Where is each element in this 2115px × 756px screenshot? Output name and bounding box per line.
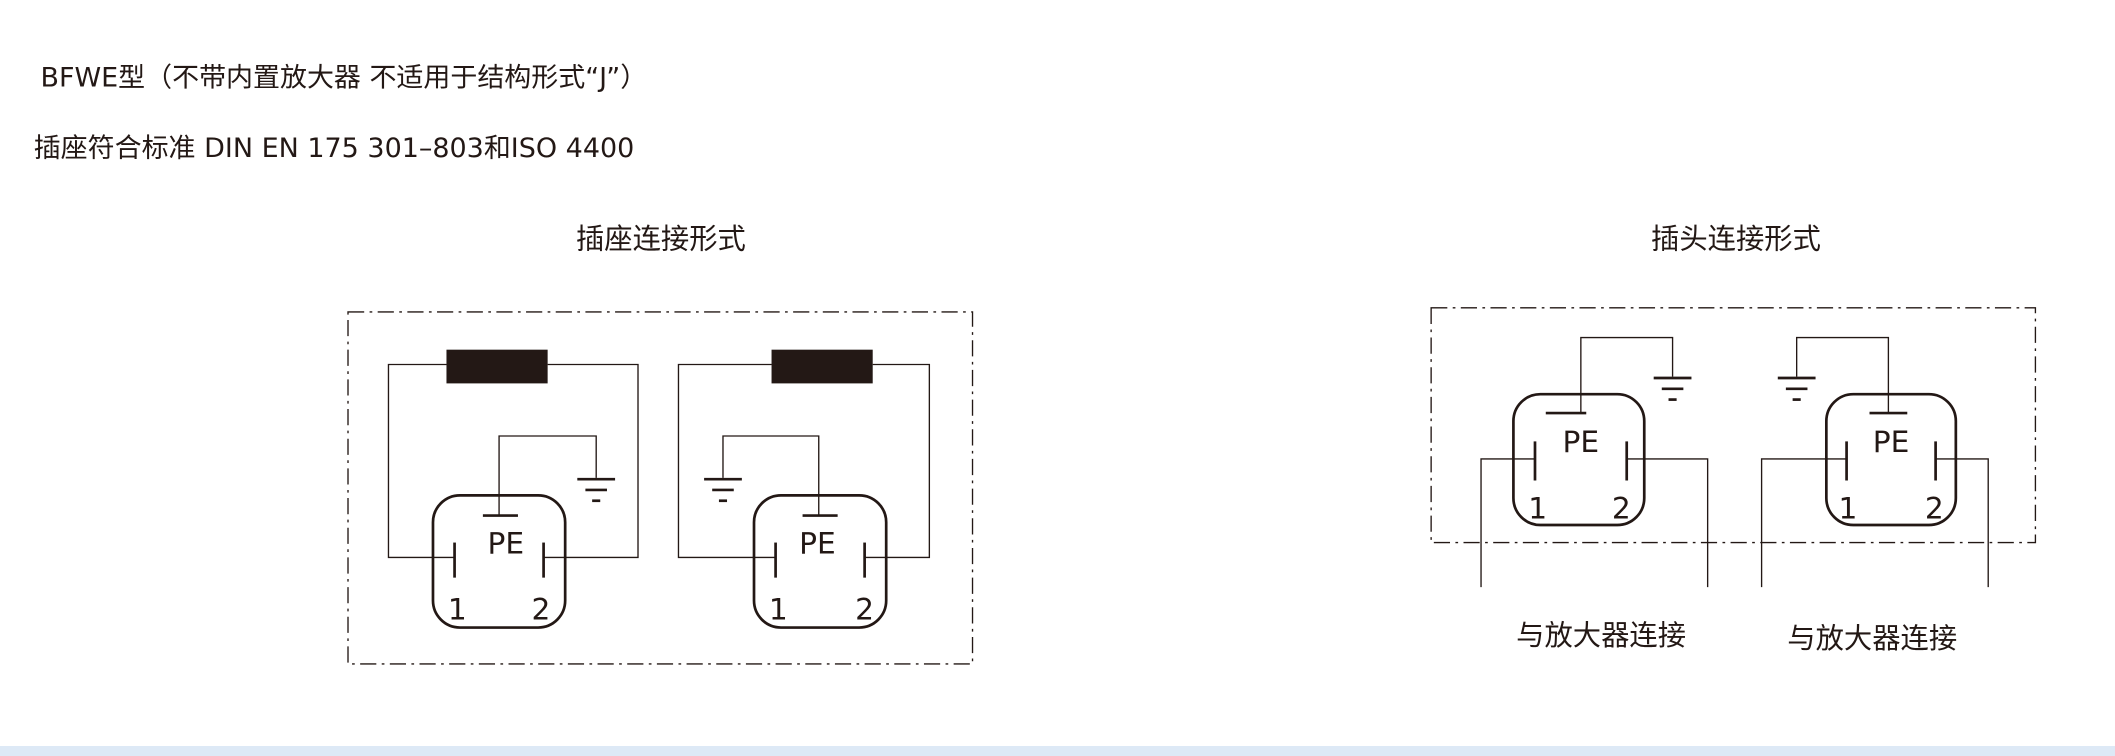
ground-icon xyxy=(577,477,616,503)
pin-2-label: 2 xyxy=(1612,490,1631,525)
connector-body xyxy=(752,494,888,629)
plug-connector-1: PE 1 2 与放大器连接 xyxy=(1480,336,1709,652)
pin-1-label: 1 xyxy=(769,591,788,626)
wire xyxy=(1760,458,1847,588)
wire xyxy=(722,435,820,516)
socket-connector-1: PE 1 2 xyxy=(387,349,639,629)
wire xyxy=(387,363,455,559)
pe-label: PE xyxy=(799,525,836,560)
wire xyxy=(1626,458,1709,588)
plug-connector-2: PE 1 2 与放大器连接 xyxy=(1760,336,1989,655)
plug-boundary xyxy=(1430,307,2037,544)
ground-icon xyxy=(1653,376,1692,401)
wire xyxy=(543,363,639,559)
pin-2-label: 2 xyxy=(855,591,874,626)
wire xyxy=(1480,458,1535,588)
header-title: BFWE型（不带内置放大器 不适用于结构形式“J”） xyxy=(40,63,647,94)
wire xyxy=(1580,336,1674,414)
pin-2-label: 2 xyxy=(531,591,550,626)
pin-1-label: 1 xyxy=(1528,490,1547,525)
wire xyxy=(1795,336,1890,414)
wire xyxy=(864,363,931,559)
wire xyxy=(677,363,776,559)
pe-label: PE xyxy=(1563,424,1600,459)
plug-diagram-title: 插头连接形式 xyxy=(1651,223,1821,256)
socket-boundary xyxy=(347,311,974,665)
pe-label: PE xyxy=(488,525,525,560)
coil-2 xyxy=(771,349,873,384)
pin-2-label: 2 xyxy=(1925,490,1944,525)
socket-connection-diagram: 插座连接形式 PE 1 2 xyxy=(347,223,974,665)
footer-strip xyxy=(0,746,2115,756)
amplifier-caption: 与放大器连接 xyxy=(1787,622,1957,655)
socket-connector-2: PE 1 2 xyxy=(677,349,931,629)
ground-icon xyxy=(1777,376,1816,401)
amplifier-caption: 与放大器连接 xyxy=(1516,619,1686,652)
ground-icon xyxy=(704,477,742,503)
wire xyxy=(498,435,597,516)
pin-1-label: 1 xyxy=(1838,490,1857,525)
standard-text: 插座符合标准 DIN EN 175 301–803和ISO 4400 xyxy=(34,133,635,164)
pin-1-label: 1 xyxy=(448,591,467,626)
pe-label: PE xyxy=(1873,424,1910,459)
wire xyxy=(1935,458,1989,588)
socket-diagram-title: 插座连接形式 xyxy=(576,223,746,256)
coil-1 xyxy=(446,349,548,384)
plug-connection-diagram: 插头连接形式 PE 1 2 与放大器连接 xyxy=(1430,223,2037,655)
